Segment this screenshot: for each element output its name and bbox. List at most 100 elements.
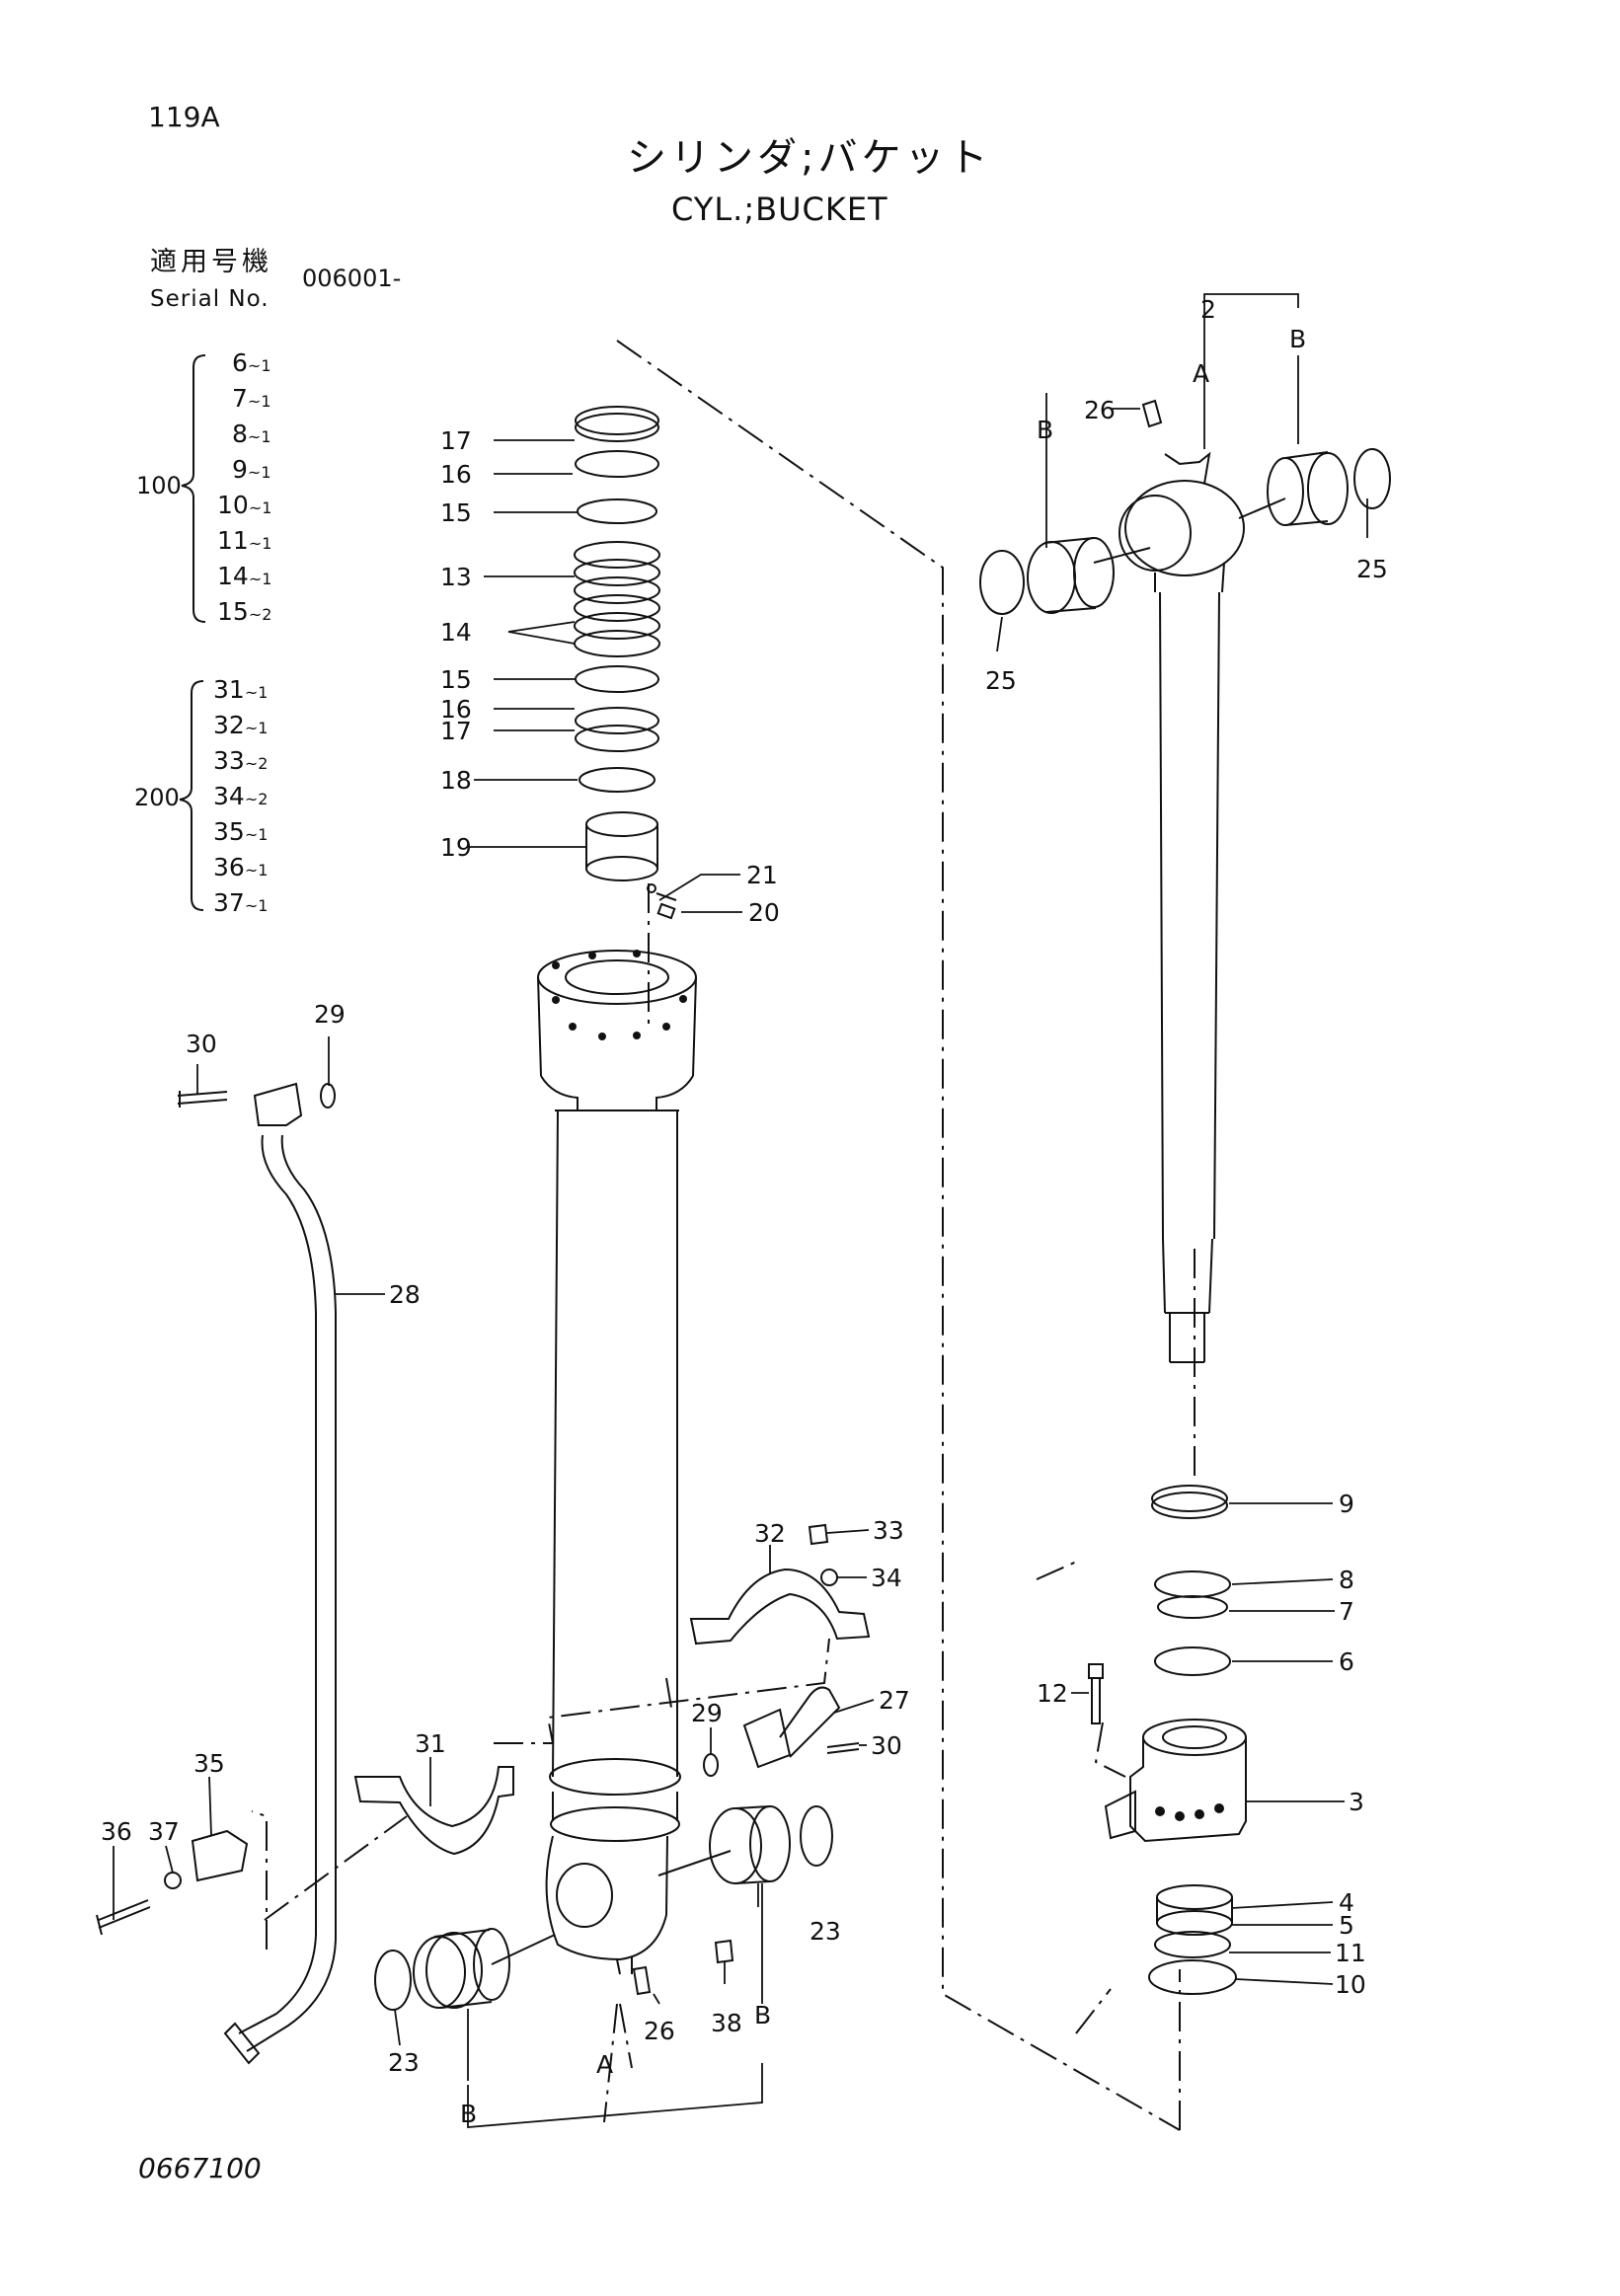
bolt-12 xyxy=(1088,1663,1104,1724)
callout-label: 33 xyxy=(873,1516,904,1545)
kit-item: 31~1 xyxy=(213,675,269,704)
bolt-33 xyxy=(808,1523,829,1546)
callout-label: 29 xyxy=(314,1000,346,1029)
gland-bolt-holes xyxy=(1155,1803,1224,1821)
gland-bushing xyxy=(1148,1884,1237,1995)
callout-label: 4 xyxy=(1339,1888,1354,1917)
rod-gland xyxy=(1104,1719,1247,1843)
callout-label: 35 xyxy=(193,1749,225,1778)
kit-number: 100 xyxy=(136,472,182,499)
callout-label: 25 xyxy=(985,666,1017,695)
page-number: 119A xyxy=(148,101,220,133)
o-ring-29 xyxy=(320,1083,336,1109)
callout-label: 13 xyxy=(440,563,472,591)
rod-bushing-left xyxy=(979,537,1151,615)
grease-nipple xyxy=(632,1965,652,1996)
callout-label: 37 xyxy=(148,1817,180,1846)
kit-item: 36~1 xyxy=(213,853,269,881)
pipe-28 xyxy=(223,1134,337,2065)
clamp-31 xyxy=(353,1766,514,1856)
callout-label: 20 xyxy=(748,898,780,927)
bushing-right xyxy=(657,1805,833,1884)
callout-label: 30 xyxy=(186,1030,217,1058)
pipe-27 xyxy=(703,1686,860,1777)
callout-label: 26 xyxy=(644,2017,675,2045)
piston-rod xyxy=(1119,451,1245,1363)
callout-label: A xyxy=(1193,359,1209,388)
callout-label: 14 xyxy=(440,618,472,647)
callout-label: A xyxy=(596,2050,613,2079)
kit-item: 8~1 xyxy=(232,420,271,448)
kit-item: 6~1 xyxy=(232,348,271,377)
kit-item: 32~1 xyxy=(213,711,269,739)
kit-item: 9~1 xyxy=(232,455,271,484)
callout-label: 16 xyxy=(440,695,472,724)
flange-30 xyxy=(253,1082,303,1126)
callout-label: 16 xyxy=(440,460,472,489)
clamp-32 xyxy=(689,1568,871,1645)
callout-label: 15 xyxy=(440,665,472,694)
kit-number: 200 xyxy=(134,784,180,811)
callout-label: 10 xyxy=(1335,1970,1366,1999)
callout-label: B xyxy=(1037,416,1053,444)
callout-label: 36 xyxy=(101,1817,132,1846)
grease-nipple xyxy=(1141,399,1163,428)
callout-label: B xyxy=(1289,325,1306,353)
callout-label: 9 xyxy=(1339,1490,1354,1518)
callout-label: 38 xyxy=(711,2009,742,2037)
callout-label: 28 xyxy=(389,1280,421,1309)
bracket-35 xyxy=(96,1829,249,1936)
serial-label-english: Serial No. xyxy=(150,286,270,312)
callout-label: 18 xyxy=(440,766,472,795)
callout-label: 2 xyxy=(1200,295,1216,324)
kit-item: 34~2 xyxy=(213,782,269,810)
kit-item: 7~1 xyxy=(232,384,271,413)
callout-label: 32 xyxy=(754,1519,786,1548)
cylinder-head xyxy=(537,950,697,1110)
drawing-number: 0667100 xyxy=(138,2152,262,2184)
kit-item: 11~1 xyxy=(217,526,272,555)
cylinder-tube xyxy=(545,1110,681,1975)
kit-item: 37~1 xyxy=(213,888,269,917)
part-callouts: 17 16 15 13 14 15 16 17 18 19 21 20 29 3… xyxy=(101,295,1388,2128)
callout-label: 17 xyxy=(440,717,472,745)
title-english: CYL.;BUCKET xyxy=(671,191,888,228)
leader-lines xyxy=(113,293,1368,2128)
bushing-left xyxy=(374,1928,556,2011)
callout-label: 7 xyxy=(1339,1597,1354,1626)
piston-nut xyxy=(585,811,677,920)
rod-seals xyxy=(1151,1485,1231,1676)
callout-label: 29 xyxy=(691,1699,723,1727)
kit-item: 33~2 xyxy=(213,746,269,775)
kit-item: 15~2 xyxy=(217,597,272,626)
callout-label: 31 xyxy=(415,1729,446,1758)
head-bolt-holes xyxy=(552,950,687,1040)
callout-label: 19 xyxy=(440,833,472,862)
callout-label: 3 xyxy=(1349,1788,1364,1816)
seal-ring-stack xyxy=(574,406,660,793)
callout-label: 6 xyxy=(1339,1647,1354,1676)
callout-label: 30 xyxy=(871,1731,902,1760)
callout-label: B xyxy=(754,2001,771,2029)
callout-label: 15 xyxy=(440,498,472,527)
kit-item: 35~1 xyxy=(213,817,269,846)
kit-item: 14~1 xyxy=(217,562,272,590)
callout-label: 27 xyxy=(879,1686,910,1715)
callout-label: 8 xyxy=(1339,1566,1354,1594)
kit-item: 10~1 xyxy=(217,491,272,519)
washer-34 xyxy=(820,1569,838,1586)
rod-bushing-right xyxy=(1238,448,1391,526)
kit-brace xyxy=(179,680,204,911)
callout-label: 11 xyxy=(1335,1939,1366,1967)
assembly-guide-lines xyxy=(251,340,1196,2131)
serial-label-japanese: 適用号機 xyxy=(150,247,272,277)
callout-label: 21 xyxy=(746,861,778,889)
callout-label: 26 xyxy=(1084,396,1116,424)
bolt-30 xyxy=(177,1091,228,1108)
callout-label: 23 xyxy=(810,1917,841,1946)
serial-value: 006001- xyxy=(302,265,402,292)
callout-label: B xyxy=(460,2100,477,2128)
callout-label: 23 xyxy=(388,2048,420,2077)
title-japanese: シリンダ;バケット xyxy=(627,135,992,181)
